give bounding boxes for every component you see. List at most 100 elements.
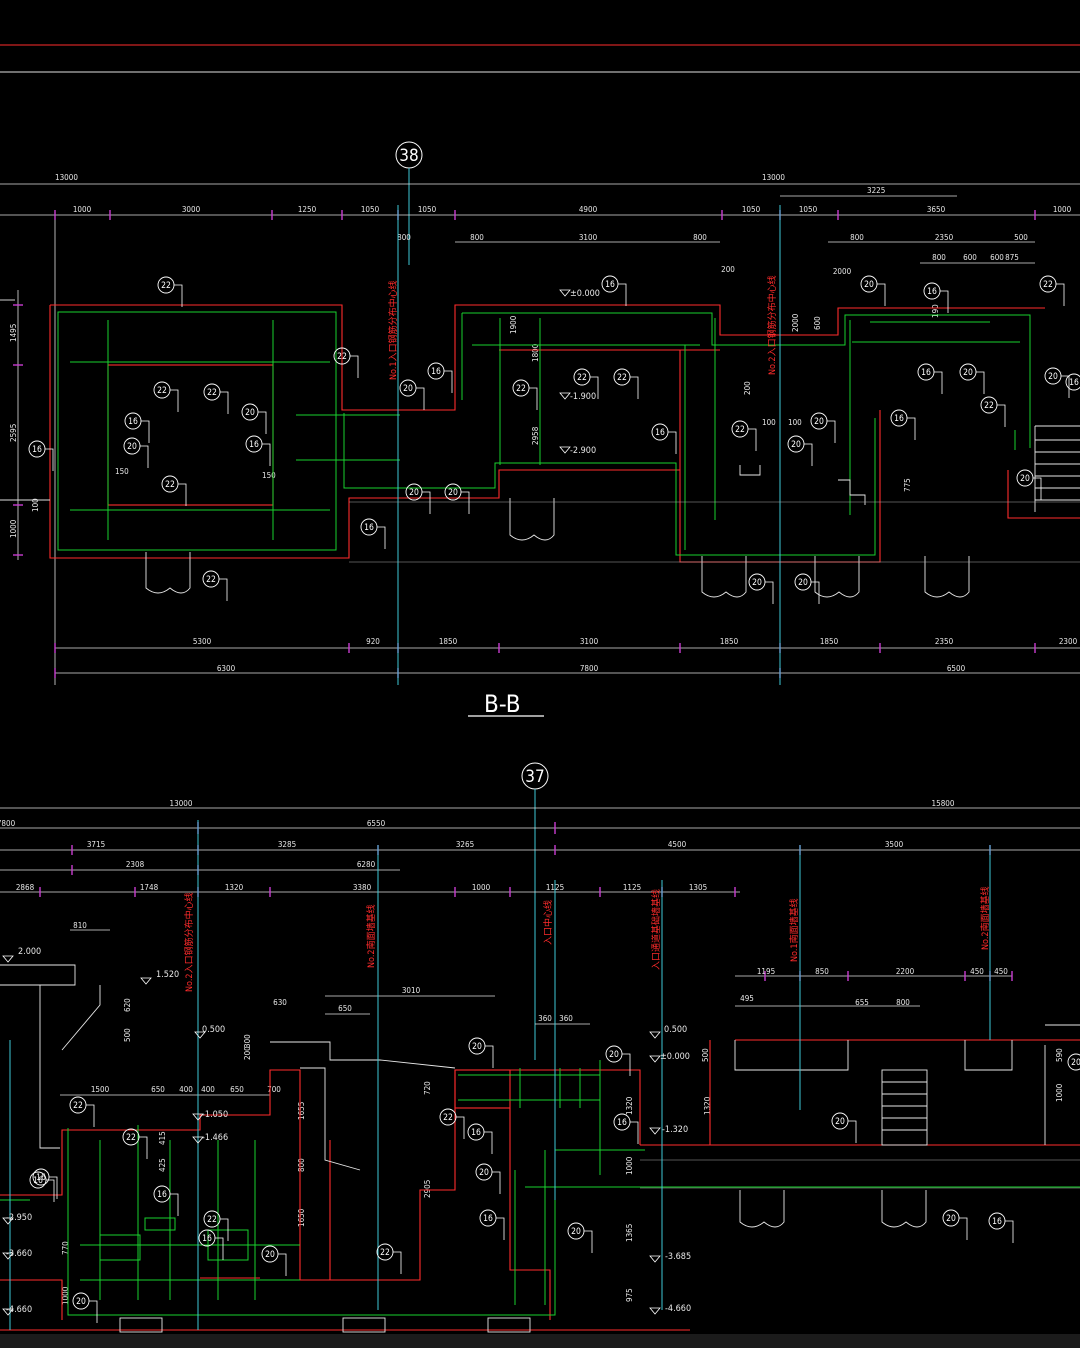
axis-label-38: 38 (399, 146, 418, 166)
rebar-tag: 16 (1065, 373, 1080, 391)
rebar-tag: 20 (1016, 469, 1042, 500)
rebar-tag-text: 20 (127, 442, 137, 452)
rebar-tag: 16 (479, 1209, 505, 1240)
dim-text: 770 (61, 1241, 70, 1255)
dim-text: 1000 (1053, 205, 1072, 214)
rebar-tag: 16 (124, 412, 150, 443)
dim-text: 1365 (625, 1224, 634, 1242)
rebar-tag-text: 16 (471, 1128, 481, 1138)
rebar-tag-text: 20 (814, 417, 824, 427)
rebar-tag: 22 (122, 1128, 148, 1159)
dim-text: 1000 (61, 1286, 70, 1305)
dim-text: 655 (855, 998, 869, 1007)
rebar-tag-text: 16 (655, 428, 665, 438)
rebar-tag-text: 22 (73, 1101, 83, 1111)
upper-axis-lines (397, 205, 781, 685)
rebar-tag-text: 16 (605, 280, 615, 290)
dim-text: 200 (743, 381, 752, 395)
rebar-tag: 20 (1067, 1053, 1080, 1071)
rebar-tag-text: 20 (571, 1227, 581, 1237)
rebar-tag: 16 (917, 363, 943, 394)
rebar-tag: 22 (203, 1210, 229, 1241)
dim-text: 775 (903, 478, 912, 492)
rebar-tag-text: 16 (1069, 378, 1079, 388)
rebar-tag: 20 (748, 573, 774, 604)
dim-text: 800 (693, 233, 707, 242)
rebar-tag-text: 20 (864, 280, 874, 290)
rebar-tag-text: 20 (409, 488, 419, 498)
rebar-tag-text: 20 (963, 368, 973, 378)
dim-text: 800 (297, 1158, 306, 1172)
baseline-note: No.2南面墙基线 (365, 904, 377, 968)
lower-reinforcement (0, 1060, 1080, 1316)
dim-text: 300 (243, 1034, 252, 1048)
lower-section: 37 (0, 762, 1080, 1333)
dim-text: 600 (990, 253, 1004, 262)
rebar-tag-text: 16 (431, 367, 441, 377)
rebar-tag: 20 (942, 1209, 968, 1240)
dim-text: 200 (721, 265, 735, 274)
dim-text: 1050 (799, 205, 818, 214)
rebar-tag-text: 20 (798, 578, 808, 588)
dim-text: 4900 (579, 205, 598, 214)
dim-text: 1650 (297, 1208, 306, 1227)
rebar-tag: 20 (399, 379, 425, 410)
rebar-tag-text: 22 (380, 1248, 390, 1258)
dim-text: 800 (896, 998, 910, 1007)
viewport-status-strip (0, 1334, 1080, 1348)
dim-text: 3265 (456, 840, 474, 849)
dim-text: 590 (1055, 1048, 1064, 1062)
rebar-tag-text: 22 (984, 401, 994, 411)
dim-text: 1500 (91, 1085, 110, 1094)
dim-text: 1050 (418, 205, 437, 214)
upper-level-markers: ±0.000 -1.900 -2.900 (559, 289, 600, 456)
dim-text: 650 (338, 1004, 352, 1013)
dim-text: 13000 (170, 799, 193, 808)
level-mark: 1.520 (156, 970, 179, 980)
dim-text: 2905 (423, 1180, 432, 1198)
rebar-tag: 22 (69, 1096, 95, 1127)
centerline-note: No.1入口钢筋分布中心线 (387, 280, 399, 380)
rebar-tag: 22 (153, 381, 179, 412)
rebar-tag-text: 20 (946, 1214, 956, 1224)
rebar-tag: 22 (731, 420, 757, 451)
baseline-note: No.1南面墙基线 (788, 898, 800, 962)
rebar-tag: 20 (831, 1112, 857, 1143)
rebar-tag-text: 20 (76, 1297, 86, 1307)
baseline-note: No.2南面墙基线 (979, 886, 991, 950)
dim-text: 2868 (16, 883, 35, 892)
rebar-tag: 20 (261, 1245, 287, 1276)
rebar-tag-text: 16 (927, 287, 937, 297)
dim-text: 1050 (361, 205, 380, 214)
dim-text: 2308 (126, 860, 145, 869)
dim-text: 1250 (298, 205, 317, 214)
dim-text: 800 (850, 233, 864, 242)
dim-text: 2000 (833, 267, 852, 276)
rebar-tag-text: 22 (126, 1133, 136, 1143)
dim-text: 920 (366, 637, 380, 646)
centerline-note: No.2入口钢筋分布中心线 (766, 275, 778, 375)
lower-dimension-texts: 13000 15800 7800 6550 3715 3285 3265 450… (0, 799, 1064, 1305)
rebar-tag-text: 20 (791, 440, 801, 450)
rebar-tag-text: 20 (1071, 1058, 1080, 1068)
level-mark: ±0.000 (660, 1052, 690, 1062)
dim-text: 450 (970, 967, 984, 976)
rebar-tag-text: 22 (443, 1113, 453, 1123)
rebar-tag: 22 (613, 368, 639, 399)
dim-text: 800 (932, 253, 946, 262)
dim-text: 495 (740, 994, 754, 1003)
dim-text: 100 (31, 498, 40, 512)
dim-text: 650 (151, 1085, 165, 1094)
dim-text: 630 (273, 998, 287, 1007)
dim-text: 1900 (509, 315, 518, 334)
dim-text: 1000 (9, 519, 18, 538)
rebar-tag-text: 22 (617, 373, 627, 383)
rebar-tag: 20 (123, 437, 149, 468)
dim-text: 1495 (9, 324, 18, 342)
dim-text: 650 (230, 1085, 244, 1094)
dim-text: 1748 (140, 883, 159, 892)
dim-text: 1000 (73, 205, 92, 214)
rebar-tag: 20 (567, 1222, 593, 1253)
dim-text: 1000 (472, 883, 491, 892)
